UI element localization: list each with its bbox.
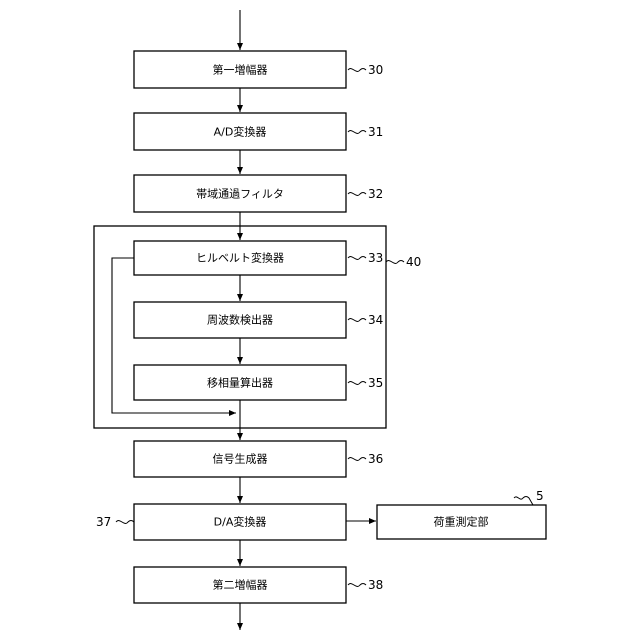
block-adc-label: A/D変換器 <box>214 125 267 139</box>
block-amp2: 第二増幅器 <box>134 567 346 603</box>
ref-37: 37 <box>96 515 111 529</box>
ref-36: 36 <box>368 452 383 466</box>
ref-5: 5 <box>536 489 544 503</box>
ref-30: 30 <box>368 63 383 77</box>
block-siggen: 信号生成器 <box>134 441 346 477</box>
block-amp2-label: 第二増幅器 <box>213 578 268 592</box>
block-freq: 周波数検出器 <box>134 302 346 338</box>
ref-34: 34 <box>368 313 383 327</box>
block-freq-label: 周波数検出器 <box>207 313 273 327</box>
ref-35: 35 <box>368 376 383 390</box>
block-siggen-label: 信号生成器 <box>213 452 268 466</box>
block-hilbert-label: ヒルベルト変換器 <box>196 251 284 265</box>
ref-38: 38 <box>368 578 383 592</box>
ref-40: 40 <box>406 255 421 269</box>
ref-33: 33 <box>368 251 383 265</box>
block-dac-label: D/A変換器 <box>214 515 267 529</box>
block-bpf: 帯域通過フィルタ <box>134 175 346 212</box>
block-dac: D/A変換器 <box>134 504 346 540</box>
leader-33 <box>348 257 366 260</box>
leader-40 <box>386 261 404 264</box>
leader-34 <box>348 319 366 322</box>
block-hilbert: ヒルベルト変換器 <box>134 241 346 275</box>
leader-38 <box>348 584 366 587</box>
block-bpf-label: 帯域通過フィルタ <box>196 188 284 201</box>
block-amp1: 第一増幅器 <box>134 51 346 88</box>
block-phase-label: 移相量算出器 <box>207 376 273 390</box>
ref-32: 32 <box>368 187 383 201</box>
leader-32 <box>348 193 366 196</box>
block-phase: 移相量算出器 <box>134 365 346 400</box>
block-amp1-label: 第一増幅器 <box>213 63 268 77</box>
leader-30 <box>348 69 366 72</box>
leader-37 <box>116 521 134 524</box>
block-load-label: 荷重測定部 <box>434 515 489 529</box>
ref-31: 31 <box>368 125 383 139</box>
leader-36 <box>348 458 366 461</box>
leader-35 <box>348 382 366 385</box>
leader-31 <box>348 131 366 134</box>
block-load: 荷重測定部 <box>377 505 546 539</box>
leader-5 <box>514 497 533 506</box>
block-adc: A/D変換器 <box>134 113 346 150</box>
